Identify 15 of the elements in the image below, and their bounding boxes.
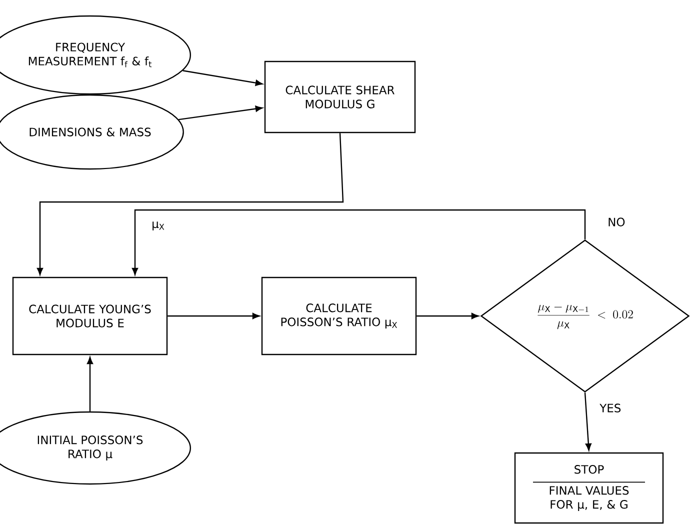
edge-label: NO [606,216,626,228]
process-box: CALCULATE SHEAR MODULUS G [264,60,416,134]
process-box: CALCULATE POISSON’S RATIO μ$_{X}$ [261,276,417,356]
arrow [36,133,344,276]
process-box: STOP FINAL VALUES FOR μ, E, & G [514,452,664,524]
arrow [168,312,260,320]
process-box: CALCULATE YOUNG’S MODULUS E [12,276,168,356]
edge-label: YES [598,402,622,414]
arrow [416,312,479,320]
arrow [584,392,592,451]
arrow [86,356,94,412]
arrow [178,106,263,120]
value-label: μ$_{X}$ [152,222,164,230]
arrow [182,70,263,86]
arrow [132,209,586,276]
